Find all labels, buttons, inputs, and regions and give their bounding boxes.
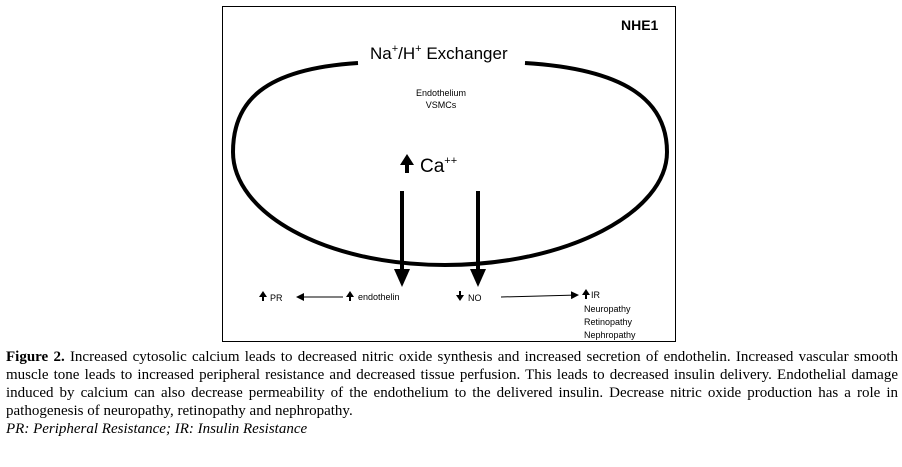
figure-panel: NHE1 Na+/H+ Exchanger Endothelium VSMCs …	[222, 6, 676, 342]
arrow-no-to-ir	[500, 291, 579, 300]
no-node: NO	[456, 291, 482, 303]
endothelin-up-arrow-icon	[346, 291, 354, 301]
pr-node: PR	[259, 291, 283, 303]
calcium-increase: Ca++	[400, 154, 457, 177]
calcium-charge: ++	[444, 155, 457, 167]
exchanger-label: Na+/H+ Exchanger	[370, 43, 508, 63]
ir-node: IR	[582, 289, 601, 300]
exchanger-h: /H	[398, 44, 415, 63]
figure-number: Figure 2.	[6, 349, 65, 365]
complication-retinopathy: Retinopathy	[584, 317, 633, 327]
calcium-symbol: Ca	[420, 156, 445, 177]
diagram: NHE1 Na+/H+ Exchanger Endothelium VSMCs …	[230, 17, 670, 340]
membrane-ellipse	[230, 61, 670, 268]
endothelin-node: endothelin	[346, 291, 400, 302]
calcium-up-arrow-icon	[400, 154, 414, 173]
caption-abbreviations: PR: Peripheral Resistance; IR: Insulin R…	[6, 421, 308, 437]
nhe1-label: NHE1	[621, 17, 659, 33]
exchanger-na-charge: +	[392, 43, 398, 55]
ir-label: IR	[591, 290, 601, 300]
ir-up-arrow-icon	[582, 289, 590, 299]
complication-nephropathy: Nephropathy	[584, 330, 636, 340]
figure-caption: Figure 2. Increased cytosolic calcium le…	[6, 348, 898, 438]
endothelin-label: endothelin	[358, 292, 400, 302]
exchanger-h-charge: +	[415, 43, 421, 55]
tissue-label-vsmcs: VSMCs	[426, 100, 457, 110]
exchanger-word: Exchanger	[422, 44, 508, 63]
caption-text: Increased cytosolic calcium leads to dec…	[6, 349, 898, 419]
tissue-label-endothelium: Endothelium	[416, 88, 466, 98]
no-down-arrow-icon	[456, 291, 464, 301]
pr-label: PR	[270, 293, 283, 303]
calcium-label: Ca++	[420, 155, 457, 177]
pr-up-arrow-icon	[259, 291, 267, 301]
no-label: NO	[468, 293, 482, 303]
exchanger-na: Na	[370, 44, 392, 63]
arrow-to-no-head	[470, 269, 486, 287]
complication-neuropathy: Neuropathy	[584, 304, 631, 314]
arrow-to-endothelin-head	[394, 269, 410, 287]
